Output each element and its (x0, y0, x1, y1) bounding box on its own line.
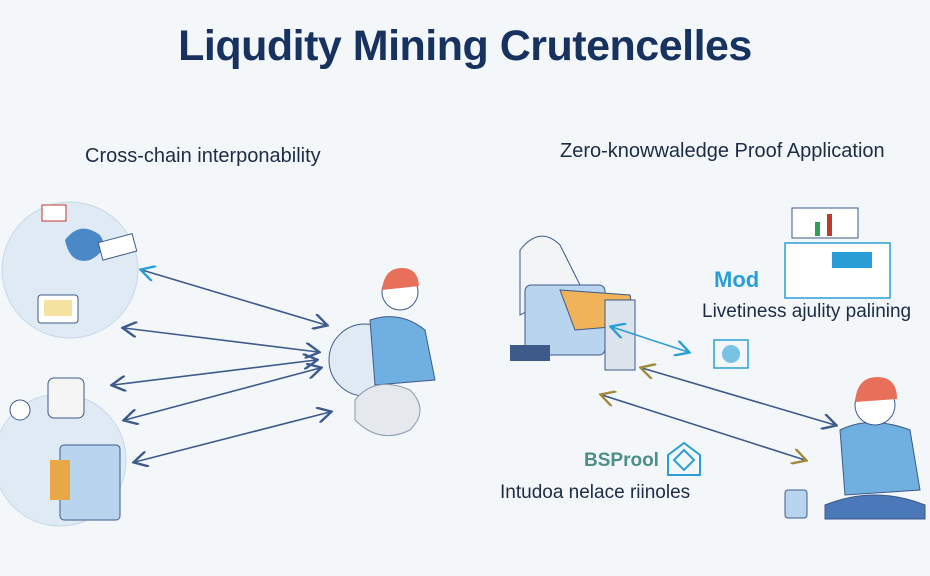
person-with-globe-icon (328, 268, 436, 437)
seated-person-icon (510, 235, 636, 371)
arrow-2 (124, 328, 318, 352)
camera-icon (713, 339, 749, 369)
arrow-7 (602, 395, 805, 460)
person-with-laptop-icon (784, 377, 926, 520)
proof-shield-icon (667, 441, 701, 476)
arrow-1 (142, 270, 326, 325)
arrow-3 (113, 360, 316, 385)
mod-label: Mod (714, 267, 760, 292)
arrow-5 (135, 412, 330, 462)
arrow-blue (612, 327, 688, 352)
page-title: Liqudity Mining Crutencelles (178, 22, 752, 70)
intro-label: Intudoa nelace riinoles (500, 482, 691, 503)
liveness-label: Livetiness ajulity palining (702, 301, 912, 322)
right-section-heading: Zero-knowwaledge Proof Application (560, 140, 885, 162)
left-section-heading: Cross-chain interponability (85, 145, 321, 167)
arrow-4 (125, 368, 320, 420)
globe-top-icon (1, 201, 139, 339)
dashboard-window-icon (784, 207, 891, 299)
globe-bottom-icon (0, 377, 127, 527)
